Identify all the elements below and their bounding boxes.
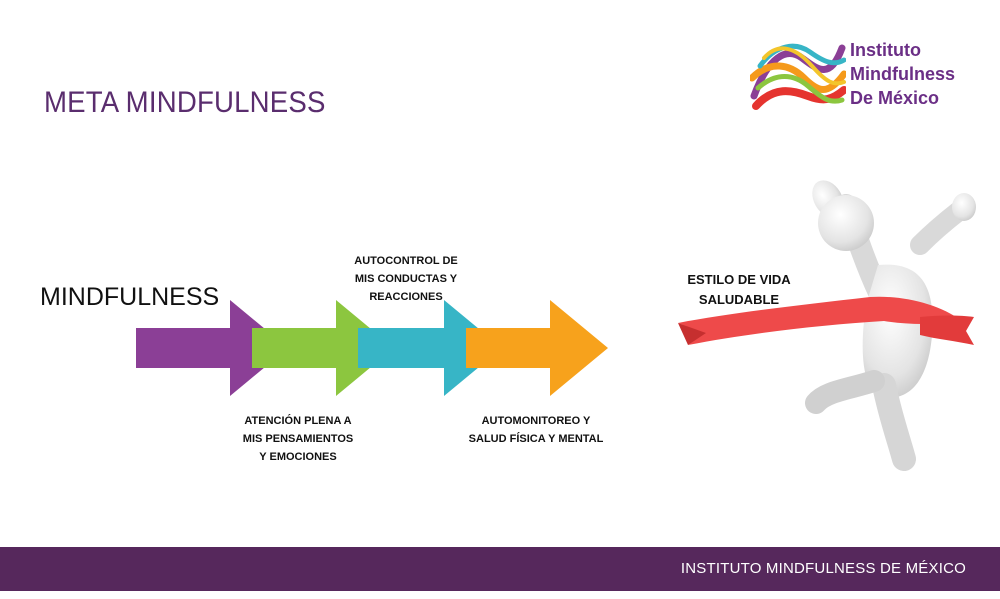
step-1-line-2: MIS PENSAMIENTOS — [242, 433, 354, 445]
step-2-line-2: MIS CONDUCTAS Y — [354, 273, 458, 285]
arrow-step-1 — [136, 300, 288, 396]
logo-line-1: Instituto — [850, 40, 921, 60]
step-label-selfmonitoring: AUTOMONITOREO Y SALUD FÍSICA Y MENTAL — [452, 412, 620, 448]
logo-line-2: Mindfulness — [850, 64, 956, 84]
logo-line-3: De México — [850, 88, 940, 108]
step-label-attention: ATENCIÓN PLENA A MIS PENSAMIENTOS Y EMOC… — [228, 412, 368, 466]
slide-title: META MINDFULNESS — [44, 86, 326, 119]
step-label-selfcontrol: AUTOCONTROL DE MIS CONDUCTAS Y REACCIONE… — [338, 252, 474, 306]
finish-line-runner-icon — [678, 180, 976, 471]
step-3-line-2: SALUD FÍSICA Y MENTAL — [468, 433, 604, 445]
goal-label: ESTILO DE VIDA SALUDABLE — [676, 270, 802, 310]
step-1-line-1: ATENCIÓN PLENA A — [244, 415, 352, 427]
goal-line-1: ESTILO DE VIDA — [687, 272, 791, 287]
step-1-line-3: Y EMOCIONES — [259, 451, 337, 463]
goal-line-2: SALUDABLE — [698, 292, 780, 307]
footer-bar: INSTITUTO MINDFULNESS DE MÉXICO — [0, 547, 1000, 591]
arrow-step-3 — [358, 300, 502, 396]
step-2-line-1: AUTOCONTROL DE — [354, 255, 458, 267]
institute-logo: Instituto Mindfulness De México — [750, 38, 990, 112]
arrow-step-2 — [252, 300, 394, 396]
footer-text: INSTITUTO MINDFULNESS DE MÉXICO — [680, 560, 966, 577]
ribbon-logo-icon — [750, 43, 846, 110]
step-2-line-3: REACCIONES — [369, 291, 443, 303]
progression-arrows — [136, 300, 608, 396]
logo-text: Instituto Mindfulness De México — [850, 38, 990, 110]
step-3-line-1: AUTOMONITOREO Y — [481, 415, 591, 427]
arrow-step-4 — [466, 300, 608, 396]
start-label: MINDFULNESS — [40, 283, 220, 311]
